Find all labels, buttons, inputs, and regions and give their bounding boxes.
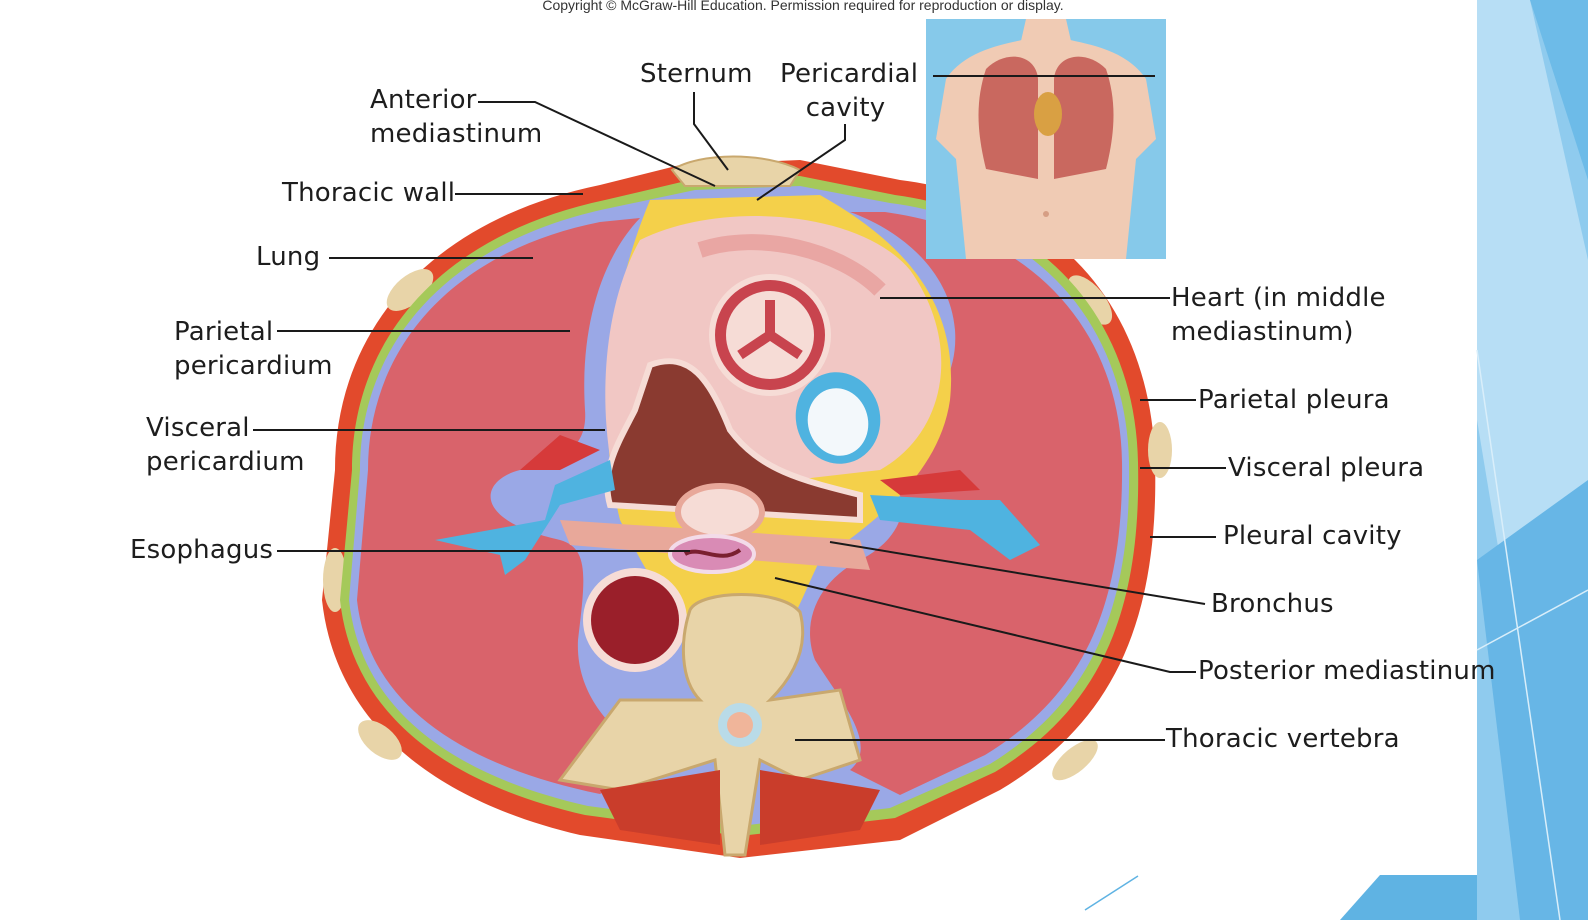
copyright-notice: Copyright © McGraw-Hill Education. Permi… [542, 0, 1064, 13]
label-pleural-cavity: Pleural cavity [1223, 521, 1402, 551]
label-heart: Heart (in middle mediastinum) [1171, 281, 1386, 349]
label-esophagus: Esophagus [130, 535, 274, 565]
vertebra-shape [557, 593, 862, 857]
label-heart-line2: mediastinum) [1171, 317, 1354, 347]
torso-lungs-inset-icon [926, 19, 1166, 259]
left-lung-shape [357, 218, 660, 794]
label-visceral-pericardium-line1: Visceral [146, 413, 250, 443]
label-pericardial-cavity-line2: cavity [805, 93, 886, 123]
label-visceral-pericardium-line2: pericardium [146, 447, 305, 477]
label-heart-line1: Heart (in middle [1171, 283, 1386, 313]
label-anterior-mediastinum-line1: Anterior [370, 85, 477, 115]
label-visceral-pericardium: Visceral pericardium [146, 411, 305, 479]
leader-bronchus [829, 541, 1206, 605]
label-parietal-pericardium-line2: pericardium [174, 351, 333, 381]
label-posterior-mediastinum: Posterior mediastinum [1198, 656, 1496, 686]
label-parietal-pericardium-line1: Parietal [174, 317, 274, 347]
label-lung: Lung [256, 242, 321, 272]
leader-anterior-mediastinum [478, 101, 716, 187]
label-thoracic-wall: Thoracic wall [282, 178, 456, 208]
label-anterior-mediastinum-line2: mediastinum [370, 119, 543, 149]
label-pericardial-cavity: Pericardial cavity [780, 57, 919, 125]
label-pericardial-cavity-line1: Pericardial [780, 59, 919, 89]
label-anterior-mediastinum: Anterior mediastinum [370, 83, 542, 151]
label-thoracic-vertebra: Thoracic vertebra [1166, 724, 1400, 754]
label-parietal-pericardium: Parietal pericardium [174, 315, 333, 383]
label-visceral-pleura: Visceral pleura [1228, 453, 1425, 483]
leader-pericardial-cavity [756, 124, 846, 201]
leader-posterior-mediastinum [774, 577, 1196, 673]
label-parietal-pleura: Parietal pleura [1198, 385, 1390, 415]
leader-sternum [693, 92, 729, 171]
label-sternum: Sternum [640, 59, 753, 89]
label-bronchus: Bronchus [1211, 589, 1334, 619]
